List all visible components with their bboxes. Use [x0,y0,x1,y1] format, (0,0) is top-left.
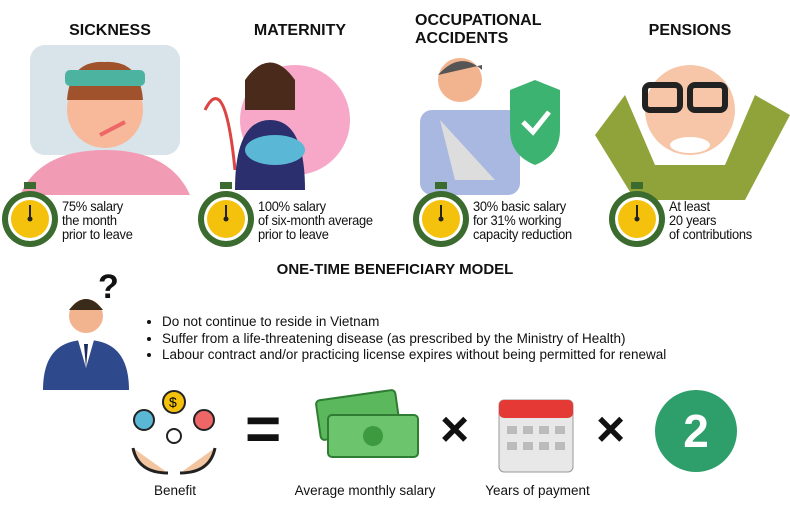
stopwatch-icon [609,182,665,247]
mother-baby-illustration [203,62,350,190]
multiplier-badge: 2 [655,390,737,472]
card-maternity [196,182,256,253]
calendar-icon [498,399,574,473]
stopwatch-icon [2,182,58,247]
svg-text:?: ? [98,268,119,306]
list-item: Do not continue to reside in Vietnam [162,314,666,331]
injured-worker-illustration [420,58,560,195]
money-stack-icon [315,389,419,458]
list-item: Labour contract and/or practicing licens… [162,347,666,364]
eligibility-list: Do not continue to reside in Vietnam Suf… [146,314,666,364]
times-sign: × [440,401,470,457]
title-occupational-accidents: OCCUPATIONAL ACCIDENTS [415,12,542,47]
sick-person-illustration [20,45,190,195]
stopwatch-icon [198,182,254,247]
card-sickness [0,182,60,253]
card-occupational [411,182,471,253]
label-salary: Average monthly salary [294,483,436,498]
card-pensions [607,182,667,253]
title-pensions: PENSIONS [648,22,732,39]
benefit-hands-icon: $ [131,390,217,475]
svg-text:$: $ [169,394,177,410]
list-item: Suffer from a life-threatening disease (… [162,331,666,348]
title-sickness: SICKNESS [69,22,151,39]
equals-sign: = [245,395,282,464]
stopwatch-icon [413,182,469,247]
label-years: Years of payment [485,483,590,498]
title-maternity: MATERNITY [253,22,347,39]
one-time-title: ONE-TIME BENEFICIARY MODEL [276,261,514,278]
pensioner-illustration [595,65,790,200]
label-benefit: Benefit [153,483,197,498]
times-sign-2: × [596,401,626,457]
questioning-person-icon: ? [43,268,129,390]
